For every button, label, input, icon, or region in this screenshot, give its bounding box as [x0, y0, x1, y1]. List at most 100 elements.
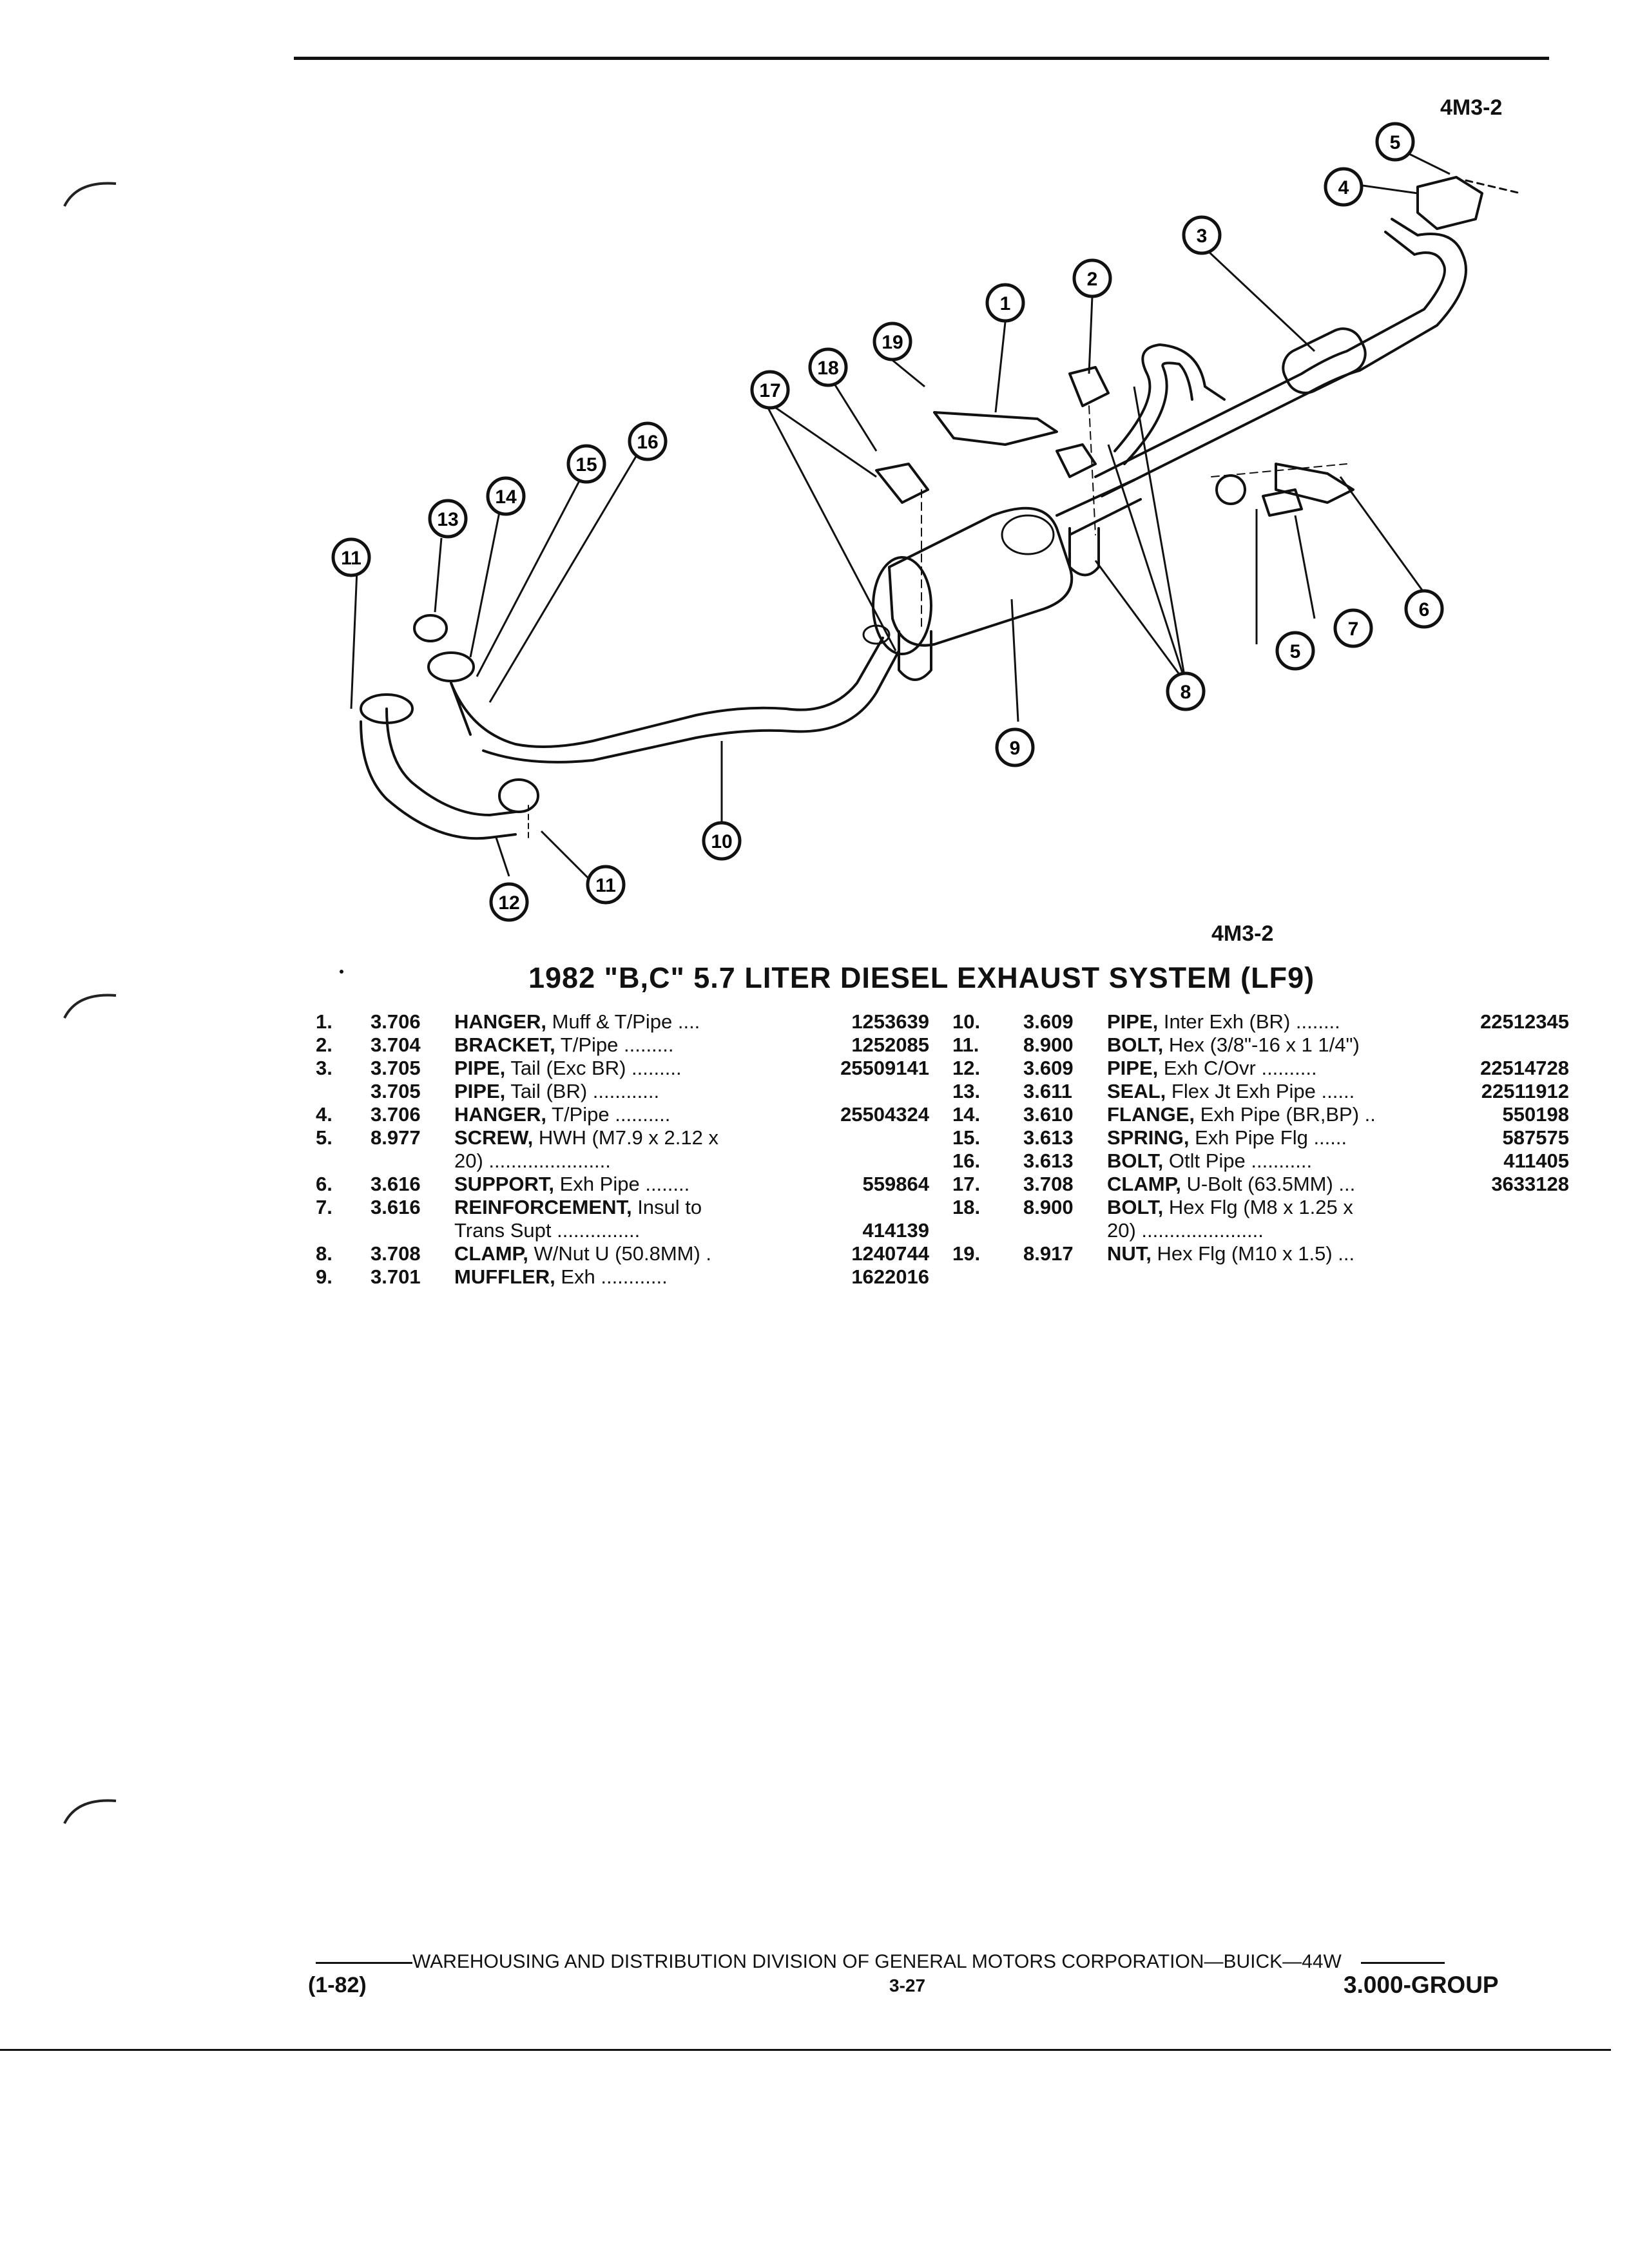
item-number: 7. [316, 1196, 333, 1218]
item-name: HANGER, [454, 1103, 546, 1126]
group-number: 3.613 [1023, 1126, 1074, 1149]
callout-10: 10 [702, 821, 742, 861]
parts-row-continuation: 20) ...................... [316, 1149, 934, 1173]
item-number: 11. [952, 1033, 979, 1056]
item-name: MUFFLER, [454, 1265, 555, 1288]
intermediate-pipe-inner [482, 649, 900, 764]
item-detail: Flex Jt Exh Pipe ...... [1166, 1080, 1355, 1102]
item-number: 4. [316, 1103, 333, 1126]
group-number: 3.609 [1023, 1057, 1074, 1079]
item-detail: T/Pipe .......... [546, 1103, 671, 1126]
svg-text:16: 16 [637, 432, 658, 453]
group-number: 8.977 [371, 1126, 421, 1149]
part-number: 1253639 [851, 1010, 929, 1033]
item-number: 13. [952, 1080, 981, 1102]
callout-15: 15 [566, 444, 606, 484]
item-description-continued: 20) ...................... [1107, 1219, 1264, 1242]
item-number: 15. [952, 1126, 981, 1149]
bracket-1 [933, 411, 1058, 446]
item-name: PIPE, [454, 1080, 506, 1102]
callouts: 5 4 3 1 2 19 18 17 16 15 14 13 11 8 9 10… [331, 122, 1444, 922]
callout-11-bottom: 11 [586, 865, 626, 905]
bottom-rule [0, 2049, 1611, 2051]
footer-division-text: WAREHOUSING AND DISTRIBUTION DIVISION OF… [412, 1951, 1342, 1972]
item-detail: Tail (BR) ............ [505, 1080, 660, 1102]
item-number: 16. [952, 1149, 981, 1172]
item-number: 12. [952, 1057, 981, 1079]
item-name: SEAL, [1107, 1080, 1166, 1102]
muffler-body [888, 506, 1074, 647]
callout-4: 4 [1324, 167, 1364, 207]
item-detail: Exh C/Ovr .......... [1158, 1057, 1317, 1079]
item-number: 3. [316, 1057, 333, 1079]
crossover-pipe [360, 720, 517, 840]
item-name: BOLT, [1107, 1196, 1164, 1218]
part-number: 1240744 [851, 1242, 929, 1265]
callout-14: 14 [486, 476, 526, 516]
footer-date: (1-82) [308, 1973, 367, 1997]
item-detail: Hex Flg (M10 x 1.5) ... [1151, 1242, 1355, 1265]
footer-group: 3.000-GROUP [1344, 1972, 1499, 1998]
svg-text:14: 14 [495, 486, 517, 508]
tail-pipe-inner [1101, 218, 1467, 497]
margin-mark-2 [63, 994, 117, 1019]
svg-text:8: 8 [1181, 682, 1191, 703]
parts-row: 5. 8.977 SCREW, HWH (M7.9 x 2.12 x [316, 1126, 934, 1149]
page-title: 1982 "B,C" 5.7 LITER DIESEL EXHAUST SYST… [528, 961, 1315, 994]
svg-text:12: 12 [498, 892, 519, 914]
item-description: CLAMP, W/Nut U (50.8MM) . [454, 1242, 783, 1265]
item-number: 18. [952, 1196, 981, 1218]
item-number: 8. [316, 1242, 333, 1265]
svg-text:18: 18 [817, 358, 838, 379]
svg-text:13: 13 [437, 509, 458, 530]
item-detail: Exh Pipe ........ [554, 1173, 690, 1195]
item-description: SCREW, HWH (M7.9 x 2.12 x [454, 1126, 783, 1149]
part-number: 22514728 [1480, 1057, 1569, 1079]
item-detail: Exh ............ [555, 1265, 668, 1288]
item-description: PIPE, Exh C/Ovr .......... [1107, 1057, 1429, 1080]
svg-text:4: 4 [1338, 177, 1349, 198]
item-description: PIPE, Tail (Exc BR) ......... [454, 1057, 783, 1080]
item-detail: Otlt Pipe ........... [1163, 1149, 1313, 1172]
bracket-2 [1068, 366, 1110, 407]
part-number: 25504324 [840, 1103, 929, 1126]
callout-11-left: 11 [331, 537, 371, 577]
part-number: 559864 [862, 1173, 929, 1195]
axle-kickup-inner [1123, 361, 1193, 465]
group-number: 3.708 [371, 1242, 421, 1265]
callout-6: 6 [1404, 589, 1444, 629]
item-description: BRACKET, T/Pipe ......... [454, 1033, 783, 1057]
item-detail: Tail (Exc BR) ......... [505, 1057, 682, 1079]
footer-division-line: WAREHOUSING AND DISTRIBUTION DIVISION OF… [316, 1951, 1521, 1977]
figure-code-bottom: 4M3-2 [1211, 921, 1274, 946]
footer-page-number: 3-27 [889, 1975, 926, 1995]
item-description: REINFORCEMENT, Insul to [454, 1196, 783, 1219]
intermediate-pipe [450, 637, 884, 748]
item-description: BOLT, Hex (3/8"-16 x 1 1/4") [1107, 1033, 1429, 1057]
item-number: 5. [316, 1126, 333, 1149]
ubolt-clamp-rear [1068, 527, 1100, 577]
part-number: 3633128 [1491, 1173, 1569, 1195]
group-number: 3.706 [371, 1103, 421, 1126]
item-number: 1. [316, 1010, 333, 1033]
item-name: SPRING, [1107, 1126, 1190, 1149]
svg-text:17: 17 [759, 380, 780, 401]
callout-5-top: 5 [1375, 122, 1415, 162]
group-number: 3.706 [371, 1010, 421, 1033]
callout-3: 3 [1182, 215, 1222, 255]
svg-text:15: 15 [575, 454, 597, 476]
item-detail: HWH (M7.9 x 2.12 x [533, 1126, 718, 1149]
item-number: 9. [316, 1265, 333, 1288]
item-description: PIPE, Inter Exh (BR) ........ [1107, 1010, 1429, 1033]
callout-9: 9 [995, 727, 1035, 767]
